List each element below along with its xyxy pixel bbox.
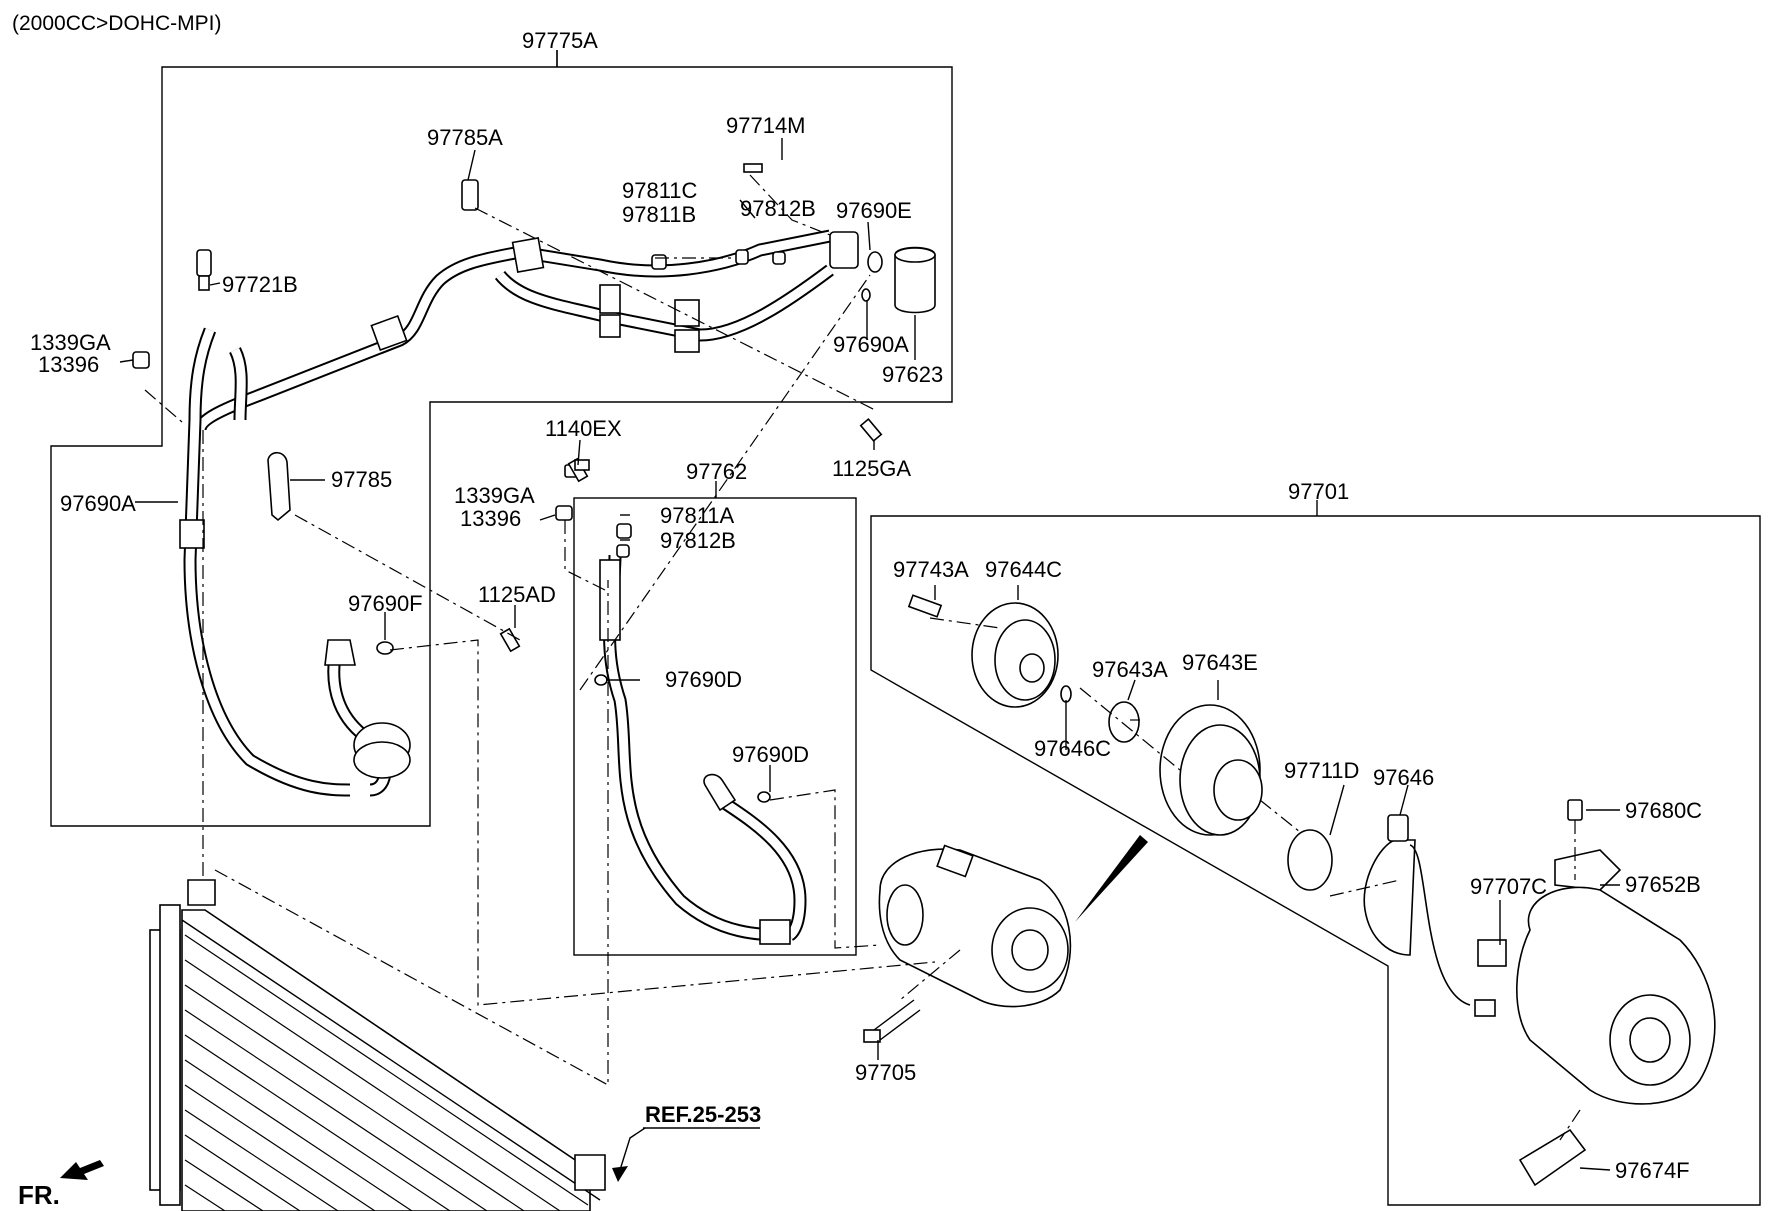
callouts bbox=[119, 50, 1620, 1171]
liquid-hose-97762 bbox=[599, 554, 807, 945]
label-1140EX: 1140EX bbox=[545, 416, 622, 441]
frame-97701 bbox=[870, 515, 1761, 1206]
label-97811A: 97811A bbox=[660, 503, 735, 528]
leader-lines bbox=[144, 174, 1581, 1141]
label-97707C: 97707C bbox=[1470, 874, 1547, 899]
label-97643E: 97643E bbox=[1182, 650, 1258, 675]
front-arrow-icon bbox=[60, 1160, 104, 1180]
label-97721B: 97721B bbox=[222, 272, 298, 297]
frame-97762 bbox=[573, 497, 857, 956]
suction-pipe bbox=[324, 639, 411, 797]
label-97701: 97701 bbox=[1288, 479, 1349, 504]
label-97714M: 97714M bbox=[726, 113, 806, 138]
label-97643A: 97643A bbox=[1092, 657, 1168, 682]
label-97812B-top: 97812B bbox=[740, 196, 816, 221]
ref-label: REF.25-253 bbox=[645, 1102, 761, 1127]
label-97690F: 97690F bbox=[348, 591, 423, 616]
label-1339GA-a: 1339GA bbox=[30, 330, 111, 355]
label-97711D: 97711D bbox=[1284, 758, 1359, 783]
label-97674F: 97674F bbox=[1615, 1158, 1690, 1183]
compressor-clutch-parts bbox=[907, 594, 1716, 1187]
label-97785A: 97785A bbox=[427, 125, 503, 150]
front-direction-label: FR. bbox=[18, 1180, 60, 1210]
condenser bbox=[149, 879, 606, 1211]
ref-arrow-icon bbox=[612, 1166, 628, 1182]
label-97680C: 97680C bbox=[1625, 798, 1702, 823]
label-97690E: 97690E bbox=[836, 198, 912, 223]
label-1125GA: 1125GA bbox=[832, 456, 911, 481]
frame-97775A bbox=[50, 66, 953, 827]
engine-spec-label: (2000CC>DOHC-MPI) bbox=[12, 12, 221, 35]
label-97652B: 97652B bbox=[1625, 872, 1701, 897]
label-97646: 97646 bbox=[1373, 765, 1434, 790]
label-97646C: 97646C bbox=[1034, 736, 1111, 761]
label-97811C: 97811C bbox=[622, 178, 698, 203]
label-97705: 97705 bbox=[855, 1060, 916, 1085]
label-1125AD: 1125AD bbox=[478, 582, 556, 607]
label-97690D-a: 97690D bbox=[665, 667, 742, 692]
compressor-assembly bbox=[863, 844, 1072, 1043]
label-1339GA-b: 1339GA bbox=[454, 483, 535, 508]
label-97644C: 97644C bbox=[985, 557, 1062, 582]
label-97812B-mid: 97812B bbox=[660, 528, 736, 553]
label-13396-b: 13396 bbox=[460, 506, 521, 531]
label-97811B: 97811B bbox=[622, 202, 696, 227]
label-97690A-top: 97690A bbox=[833, 332, 909, 357]
label-97623: 97623 bbox=[882, 362, 943, 387]
label-97743A: 97743A bbox=[893, 557, 969, 582]
fittings bbox=[132, 163, 883, 803]
label-13396-a: 13396 bbox=[38, 352, 99, 377]
label-97762: 97762 bbox=[686, 459, 747, 484]
label-97690A-left: 97690A bbox=[60, 491, 136, 516]
clutch-wedge bbox=[1075, 835, 1148, 922]
label-97785: 97785 bbox=[331, 467, 392, 492]
label-97775A: 97775A bbox=[522, 28, 598, 53]
label-97690D-b: 97690D bbox=[732, 742, 809, 767]
discharge-hose-assembly bbox=[179, 229, 936, 797]
